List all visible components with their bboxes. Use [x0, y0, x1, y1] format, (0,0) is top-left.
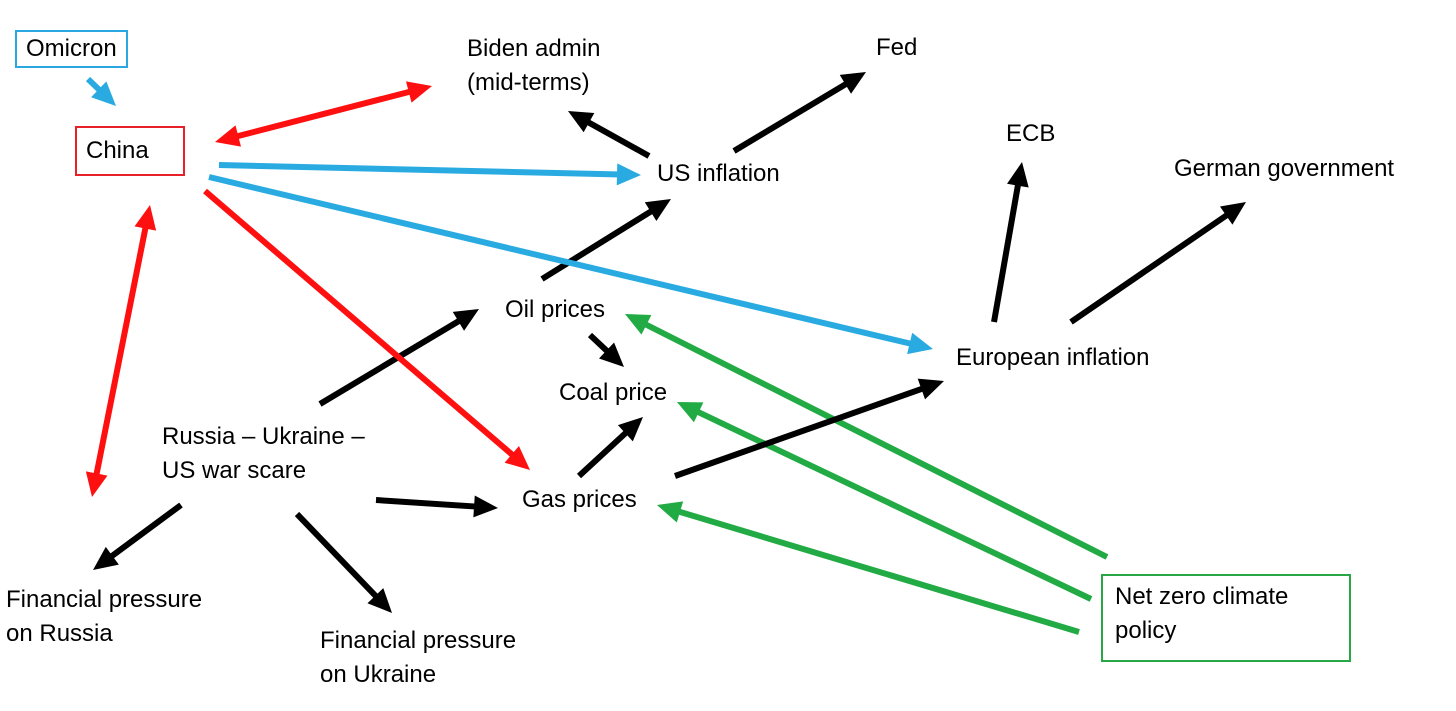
edge-1-arrowhead-start: [215, 125, 241, 147]
node-net-zero-climate-policy: Net zero climate policy: [1101, 574, 1351, 662]
edge-european-to-ecb: [991, 181, 1022, 323]
node-china-label: China: [86, 137, 149, 164]
edge-china-to-fin_russia: [92, 224, 150, 478]
edge-19-arrowhead-end: [677, 402, 704, 423]
edge-3-arrowhead-end: [907, 332, 933, 355]
node-oil-label: Oil prices: [505, 296, 606, 323]
edge-5-arrowhead-end: [85, 471, 108, 497]
edge-gas-to-european: [674, 384, 927, 479]
node-omicron: Omicron: [15, 30, 128, 68]
edge-china-to-european: [208, 174, 915, 348]
edge-20-arrowhead-end: [657, 501, 684, 523]
edge-15-arrowhead-end: [473, 495, 498, 518]
edge-us_inflation-to-fed: [732, 79, 851, 154]
node-european-inflation: European inflation: [956, 341, 1149, 375]
edge-12-arrowhead-end: [917, 378, 944, 400]
edge-8-arrowhead-end: [644, 199, 671, 221]
node-ecb-label: ECB: [1006, 120, 1056, 147]
edge-netzero-to-coal: [693, 407, 1093, 602]
node-russia-line2: US war scare: [162, 457, 307, 484]
edge-russia-to-oil: [318, 316, 464, 407]
edge-us_inflation-to-biden: [584, 118, 651, 159]
node-russia-line1: Russia – Ukraine –: [162, 423, 365, 450]
node-china: China: [75, 126, 185, 176]
edge-russia-to-gas: [375, 497, 479, 510]
node-fed: Fed: [876, 31, 917, 65]
edge-5-arrowhead-start: [134, 205, 157, 231]
node-german-government: German government: [1174, 152, 1394, 186]
edge-11-arrowhead-end: [617, 417, 643, 442]
edge-china-to-gas: [203, 188, 517, 460]
edge-oil-to-us_inflation: [540, 206, 656, 282]
node-fin-russia-line2: on Russia: [6, 620, 113, 647]
edge-4-arrowhead-end: [504, 446, 530, 470]
edge-2-arrowhead-end: [616, 163, 641, 186]
edge-7-arrowhead-end: [839, 72, 866, 94]
edge-china-to-biden: [233, 88, 414, 140]
node-netzero-line1: Net zero climate: [1115, 583, 1289, 610]
node-biden-line1: Biden admin: [467, 35, 601, 62]
node-netzero-line2: policy: [1115, 617, 1177, 644]
edge-netzero-to-gas: [675, 507, 1080, 635]
edge-18-arrowhead-end: [625, 314, 652, 335]
node-oil-prices: Oil prices: [505, 293, 605, 327]
edge-1-arrowhead-end: [406, 81, 432, 103]
edge-17-arrowhead-end: [367, 588, 392, 613]
edge-9-arrowhead-end: [452, 309, 479, 331]
node-biden-line2: (mid-terms): [467, 69, 590, 96]
edge-16-arrowhead-end: [93, 546, 119, 570]
edge-10-arrowhead-end: [598, 342, 624, 367]
node-german-label: German government: [1174, 155, 1395, 182]
node-ecb: ECB: [1006, 117, 1055, 151]
edge-gas-to-coal: [576, 428, 631, 479]
node-financial-pressure-ukraine: Financial pressure on Ukraine: [320, 624, 516, 692]
node-fin-russia-line1: Financial pressure: [6, 586, 203, 613]
node-fin-ukraine-line2: on Ukraine: [320, 661, 437, 688]
edge-russia-to-fin_ukraine: [294, 511, 381, 601]
edge-14-arrowhead-end: [1219, 202, 1246, 225]
edge-russia-to-fin_russia: [107, 502, 183, 561]
node-gas-label: Gas prices: [522, 486, 637, 513]
node-coal-price: Coal price: [559, 376, 667, 410]
node-financial-pressure-russia: Financial pressure on Russia: [6, 583, 202, 651]
node-coal-label: Coal price: [559, 379, 668, 406]
edge-china-to-us_inflation: [218, 162, 622, 178]
edge-6-arrowhead-end: [568, 111, 595, 133]
node-us-inflation: US inflation: [657, 157, 780, 191]
node-russia-ukraine-us: Russia – Ukraine – US war scare: [162, 420, 365, 488]
edge-oil-to-coal: [587, 332, 612, 356]
edges-layer: [85, 72, 1246, 635]
edge-netzero-to-oil: [641, 320, 1109, 560]
node-fed-label: Fed: [876, 34, 918, 61]
edge-european-to-german: [1069, 210, 1232, 325]
node-omicron-label: Omicron: [26, 35, 117, 62]
node-fin-ukraine-line1: Financial pressure: [320, 627, 517, 654]
node-gas-prices: Gas prices: [522, 483, 637, 517]
node-us-inflation-label: US inflation: [657, 160, 780, 187]
edge-0-arrowhead-end: [91, 81, 116, 106]
node-european-label: European inflation: [956, 344, 1150, 371]
edge-13-arrowhead-end: [1007, 162, 1029, 188]
node-biden-admin: Biden admin (mid-terms): [467, 32, 600, 100]
